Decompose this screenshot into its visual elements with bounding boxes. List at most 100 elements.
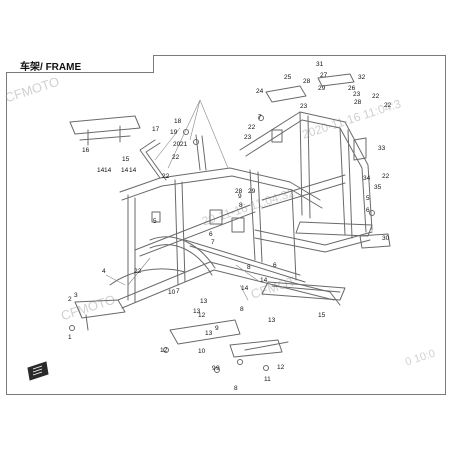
diagram-title: 车架/ FRAME (20, 58, 81, 73)
frame-upright (291, 189, 297, 281)
callout-20: 20 (173, 141, 181, 148)
frame-cross-brace (261, 174, 346, 201)
callout-28: 28 (303, 78, 311, 85)
title-tab (6, 55, 154, 73)
leader-line (127, 257, 151, 286)
callout-12: 12 (277, 364, 285, 371)
frame-upright (347, 129, 353, 239)
callout-5: 5 (153, 218, 157, 225)
front-bracket (74, 299, 126, 319)
frame-cross-brace (139, 211, 256, 257)
callout-1: 1 (68, 334, 72, 341)
bolt-icon (193, 139, 199, 145)
callout-4: 4 (102, 268, 106, 275)
callout-15: 15 (318, 312, 326, 319)
callout-22: 22 (384, 102, 392, 109)
engine-mount-block (231, 217, 245, 233)
callout-23: 23 (353, 91, 361, 98)
frame-lower-rail (121, 269, 335, 309)
leader-line (167, 99, 229, 169)
frame-upper-rail (119, 167, 321, 201)
bolt-icon (263, 365, 269, 371)
frame-cross-brace (261, 182, 346, 209)
frame-right-rail (254, 229, 373, 246)
title-zh: 车架 (20, 62, 40, 73)
callout-25: 25 (284, 74, 292, 81)
frame-upright (339, 127, 346, 236)
callout-9: 9 (216, 365, 220, 372)
callout-14: 14 (241, 285, 249, 292)
left-footrest-rib (271, 285, 341, 293)
callout-labels: 1 2 3 4 5 6 7 8 9 10 11 12 13 14 15 16 1… (68, 61, 390, 383)
callout-32: 32 (358, 74, 366, 81)
bolt-icon (237, 359, 243, 365)
callout-14: 14 (104, 167, 112, 174)
callout-30: 30 (382, 235, 390, 242)
callout-13: 13 (205, 330, 213, 337)
leader-line (235, 264, 261, 283)
callout-14: 14 (129, 167, 137, 174)
callout-22: 22 (162, 173, 170, 180)
part-rear-rack-bracket (69, 115, 141, 135)
part-lower-brace (244, 341, 289, 351)
bolt-icon (69, 325, 75, 331)
part-upper-bracket (265, 85, 307, 103)
engine-mount-block (151, 211, 161, 223)
callout-29: 29 (318, 85, 326, 92)
frame-top-rail (239, 111, 373, 231)
frame-right-rail (254, 237, 371, 253)
callout-18: 18 (174, 118, 182, 125)
frame-upright (174, 179, 179, 286)
callout-7: 7 (258, 114, 262, 121)
leader-line (239, 284, 249, 301)
callout-17: 17 (152, 126, 160, 133)
frame-front-hoop (139, 139, 161, 179)
callout-22: 22 (172, 154, 180, 161)
callout-33: 33 (378, 145, 386, 152)
callout-26: 26 (348, 85, 356, 92)
callout-29: 29 (248, 188, 256, 195)
callout-23: 23 (300, 103, 308, 110)
right-footrest (295, 221, 373, 237)
callout-14: 14 (260, 277, 268, 284)
callout-22: 22 (382, 173, 390, 180)
frame-upright (299, 111, 303, 216)
callout-8: 8 (247, 264, 251, 271)
callout-12: 12 (160, 347, 168, 354)
callout-13: 13 (193, 308, 201, 315)
frame-cross-brace (184, 239, 301, 276)
callout-6: 6 (366, 207, 370, 214)
callout-8: 8 (240, 306, 244, 313)
callout-11: 11 (264, 376, 271, 383)
callout-31: 31 (316, 61, 324, 68)
callout-28: 28 (235, 188, 243, 195)
callout-3: 3 (74, 292, 78, 299)
frame-lower-rail (117, 261, 341, 306)
callout-22: 22 (248, 124, 256, 131)
callout-8: 8 (239, 202, 243, 209)
frame-upright (257, 171, 263, 263)
callout-27: 27 (320, 72, 328, 79)
frame-curved-tube (149, 244, 213, 276)
callout-10: 10 (168, 289, 176, 296)
callout-12: 12 (198, 312, 206, 319)
frame-cross-brace (189, 245, 306, 283)
callout-7: 7 (211, 239, 215, 246)
left-footrest (261, 281, 346, 301)
front-bracket-leg (85, 314, 89, 331)
callout-13: 13 (268, 317, 276, 324)
callout-2: 2 (68, 296, 72, 303)
callout-9: 9 (215, 325, 219, 332)
callout-7: 7 (176, 288, 180, 295)
callout-34: 34 (363, 175, 371, 182)
part-lower-bracket (229, 339, 283, 358)
bolt-icon (163, 347, 169, 353)
engine-mount-block (271, 129, 283, 143)
callout-labels-repeat: 14 14 14 15 22 22 22 22 22 22 23 23 28 2… (97, 85, 392, 392)
title-sep: / (40, 62, 46, 73)
callout-14: 14 (121, 167, 129, 174)
part-rear-rack-bracket-legs (87, 125, 121, 146)
bolt-icon (258, 115, 264, 121)
